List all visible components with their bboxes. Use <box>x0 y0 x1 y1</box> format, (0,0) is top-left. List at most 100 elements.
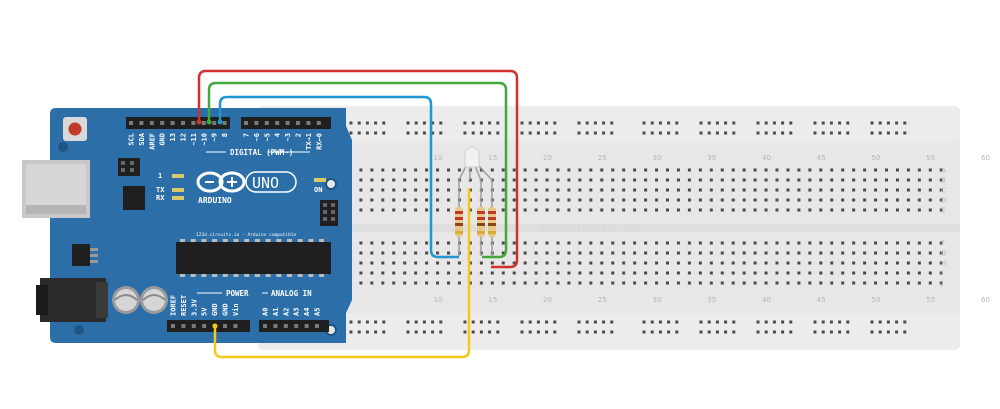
breadboard-hole[interactable] <box>447 241 450 245</box>
rail-hole[interactable] <box>813 320 817 324</box>
breadboard-hole[interactable] <box>381 168 385 172</box>
breadboard-hole[interactable] <box>403 168 407 172</box>
breadboard-hole[interactable] <box>468 198 472 202</box>
breadboard-hole[interactable] <box>633 188 637 192</box>
breadboard-hole[interactable] <box>939 261 943 265</box>
rail-hole[interactable] <box>488 330 492 334</box>
breadboard-hole[interactable] <box>589 188 593 192</box>
breadboard-hole[interactable] <box>414 168 418 172</box>
rail-hole[interactable] <box>699 330 703 334</box>
breadboard-hole[interactable] <box>687 281 691 285</box>
breadboard-hole[interactable] <box>556 281 560 285</box>
breadboard-hole[interactable] <box>457 281 461 285</box>
rail-hole[interactable] <box>406 121 410 125</box>
rail-hole[interactable] <box>846 330 850 334</box>
breadboard-hole[interactable] <box>655 188 659 192</box>
breadboard-hole[interactable] <box>655 261 659 265</box>
breadboard-hole[interactable] <box>852 281 856 285</box>
breadboard-hole[interactable] <box>775 198 779 202</box>
breadboard-hole[interactable] <box>425 208 429 212</box>
rail-hole[interactable] <box>715 121 719 125</box>
breadboard-hole[interactable] <box>392 241 396 245</box>
rail-hole[interactable] <box>642 131 646 135</box>
breadboard-hole[interactable] <box>687 188 691 192</box>
rail-hole[interactable] <box>414 131 418 135</box>
rail-hole[interactable] <box>463 330 467 334</box>
rail-hole[interactable] <box>422 320 426 324</box>
breadboard-hole[interactable] <box>666 251 669 255</box>
breadboard-hole[interactable] <box>797 178 801 182</box>
breadboard-hole[interactable] <box>928 251 932 255</box>
breadboard-hole[interactable] <box>753 281 757 285</box>
rail-hole[interactable] <box>520 121 524 125</box>
breadboard-hole[interactable] <box>786 251 790 255</box>
rail-hole[interactable] <box>593 131 597 135</box>
breadboard-hole[interactable] <box>414 241 418 245</box>
breadboard-hole[interactable] <box>797 168 801 172</box>
breadboard-hole[interactable] <box>917 188 921 192</box>
breadboard-hole[interactable] <box>644 251 648 255</box>
breadboard-hole[interactable] <box>917 241 921 245</box>
rail-hole[interactable] <box>707 320 711 324</box>
breadboard-hole[interactable] <box>414 188 418 192</box>
rail-hole[interactable] <box>545 330 549 334</box>
rail-hole[interactable] <box>479 320 483 324</box>
digital-pin[interactable] <box>275 121 280 125</box>
rail-hole[interactable] <box>536 121 540 125</box>
digital-pin[interactable] <box>139 121 144 125</box>
breadboard-hole[interactable] <box>786 281 790 285</box>
breadboard-hole[interactable] <box>786 188 790 192</box>
breadboard-hole[interactable] <box>578 198 582 202</box>
breadboard-hole[interactable] <box>381 208 385 212</box>
rail-hole[interactable] <box>724 131 728 135</box>
breadboard-hole[interactable] <box>775 261 779 265</box>
breadboard-hole[interactable] <box>468 271 472 275</box>
breadboard-hole[interactable] <box>457 271 461 275</box>
breadboard-hole[interactable] <box>885 208 888 212</box>
rail-hole[interactable] <box>406 330 410 334</box>
breadboard-hole[interactable] <box>457 168 461 172</box>
breadboard-hole[interactable] <box>578 281 582 285</box>
breadboard-hole[interactable] <box>753 198 757 202</box>
breadboard-hole[interactable] <box>359 281 363 285</box>
breadboard-hole[interactable] <box>687 241 691 245</box>
breadboard-hole[interactable] <box>425 241 429 245</box>
breadboard-hole[interactable] <box>841 281 845 285</box>
breadboard-hole[interactable] <box>698 271 702 275</box>
breadboard-hole[interactable] <box>819 188 823 192</box>
breadboard-hole[interactable] <box>414 271 418 275</box>
breadboard-hole[interactable] <box>370 251 374 255</box>
breadboard-hole[interactable] <box>633 281 637 285</box>
breadboard-hole[interactable] <box>622 208 626 212</box>
breadboard-hole[interactable] <box>676 271 680 275</box>
breadboard-hole[interactable] <box>490 168 494 172</box>
breadboard-hole[interactable] <box>874 271 878 275</box>
breadboard-hole[interactable] <box>709 168 713 172</box>
rail-hole[interactable] <box>471 320 475 324</box>
rail-hole[interactable] <box>610 330 614 334</box>
breadboard-hole[interactable] <box>622 281 626 285</box>
breadboard-hole[interactable] <box>895 168 899 172</box>
rail-hole[interactable] <box>772 320 776 324</box>
breadboard-hole[interactable] <box>731 241 735 245</box>
rail-hole[interactable] <box>756 121 760 125</box>
breadboard-hole[interactable] <box>863 168 867 172</box>
breadboard-hole[interactable] <box>633 241 637 245</box>
breadboard-hole[interactable] <box>753 168 757 172</box>
breadboard-hole[interactable] <box>841 271 845 275</box>
breadboard-hole[interactable] <box>874 168 878 172</box>
breadboard-hole[interactable] <box>425 178 429 182</box>
rail-hole[interactable] <box>895 131 899 135</box>
breadboard-hole[interactable] <box>403 271 407 275</box>
breadboard-hole[interactable] <box>447 198 450 202</box>
breadboard-hole[interactable] <box>479 271 483 275</box>
rail-hole[interactable] <box>488 131 492 135</box>
breadboard-hole[interactable] <box>523 271 527 275</box>
breadboard-hole[interactable] <box>447 261 450 265</box>
breadboard-hole[interactable] <box>381 281 385 285</box>
breadboard-hole[interactable] <box>874 261 878 265</box>
breadboard-hole[interactable] <box>392 188 396 192</box>
rail-hole[interactable] <box>357 330 361 334</box>
breadboard-hole[interactable] <box>676 261 680 265</box>
breadboard-hole[interactable] <box>523 261 527 265</box>
